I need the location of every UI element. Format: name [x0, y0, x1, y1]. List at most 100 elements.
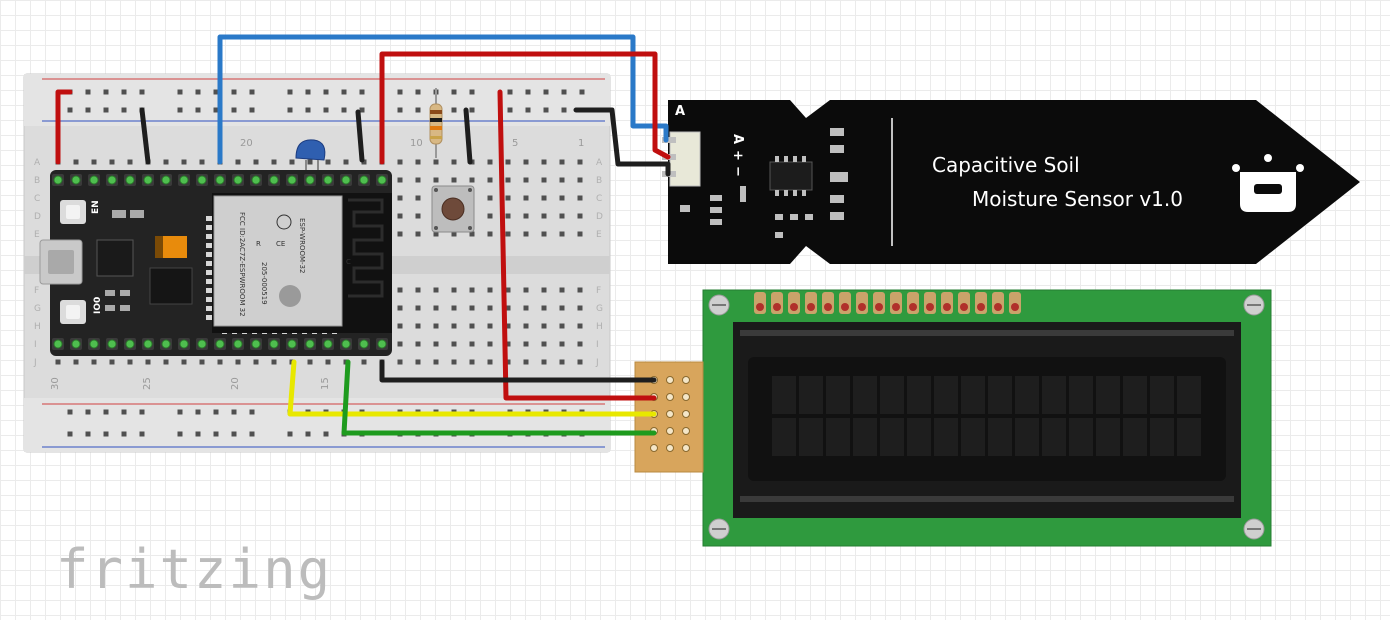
breadboard-hole [271, 359, 277, 365]
esp32-pin-pad [197, 175, 207, 185]
voltage-regulator [149, 267, 193, 305]
lcd-char-cell [1123, 418, 1147, 456]
lcd-char-cell [1096, 418, 1120, 456]
esp32-pin-pad [305, 339, 315, 349]
lcd-char-cell [1177, 418, 1201, 456]
lcd-char-cell [799, 418, 823, 456]
esp32-pin-pad [107, 339, 117, 349]
breadboard-hole [145, 359, 151, 365]
breadboard-hole [523, 323, 529, 329]
esp32-pin-pad [53, 175, 63, 185]
esp32-pin-pad [71, 175, 81, 185]
breadboard-hole [103, 431, 109, 437]
ce-mark: CE [276, 240, 285, 248]
breadboard-hole [121, 107, 127, 113]
breadboard-hole [541, 359, 547, 365]
c-label: C [346, 258, 351, 266]
lcd-char-cell [1069, 418, 1093, 456]
lcd-char-cell [961, 418, 985, 456]
breadboard-hole [213, 89, 219, 95]
breadboard-hole [231, 431, 237, 437]
header-hole [666, 410, 674, 418]
esp32-pin-pad [377, 339, 387, 349]
esp32-pin-pad [215, 339, 225, 349]
breadboard-hole [415, 359, 421, 365]
lcd-char-cell [1042, 418, 1066, 456]
resistor [429, 88, 443, 158]
breadboard-hole [397, 195, 403, 201]
header-hole [650, 444, 658, 452]
breadboard-hole [397, 89, 403, 95]
wire-black-gnd-sensor [573, 107, 671, 177]
breadboard-hole [73, 359, 79, 365]
breadboard-hole [487, 359, 493, 365]
bb-col-20-top: 20 [240, 138, 253, 149]
breadboard-hole [451, 323, 457, 329]
breadboard-hole [541, 159, 547, 165]
breadboard-hole [505, 213, 511, 219]
esp32-pin-pad [305, 175, 315, 185]
lcd-header-pad [756, 303, 764, 311]
breadboard-hole [361, 359, 367, 365]
breadboard-hole [523, 177, 529, 183]
breadboard-hole [177, 431, 183, 437]
lcd-header-pads [754, 292, 1021, 314]
soil-moisture-sensor: A A + − Capacitive Soil Moisture Sensor … [662, 100, 1360, 264]
breadboard-hole [433, 159, 439, 165]
breadboard-hole [121, 89, 127, 95]
breadboard-hole [577, 359, 583, 365]
breadboard-hole [289, 159, 295, 165]
lcd-char-cell [934, 376, 958, 414]
breadboard-hole [415, 159, 421, 165]
breadboard-hole [139, 431, 145, 437]
breadboard-hole [235, 159, 241, 165]
bb-row-letter: E [596, 230, 602, 240]
breadboard-hole [415, 231, 421, 237]
breadboard-hole [85, 431, 91, 437]
bb-row-letter: J [595, 358, 599, 368]
esp32-pin-pad [287, 175, 297, 185]
lcd-char-cell [853, 376, 877, 414]
breadboard-hole [249, 107, 255, 113]
connector-marker: A [675, 104, 685, 119]
breadboard-hole [505, 177, 511, 183]
bb-row-letter: I [596, 340, 599, 350]
lcd-header-pad [960, 303, 968, 311]
breadboard-hole [121, 431, 127, 437]
bb-row-letter: D [596, 212, 603, 222]
breadboard-hole [199, 159, 205, 165]
lcd-char-cell [772, 376, 796, 414]
breadboard-hole [55, 359, 61, 365]
breadboard-hole [249, 409, 255, 415]
bb-row-letter: C [596, 194, 602, 204]
breadboard-hole [433, 287, 439, 293]
breadboard-hole [307, 159, 313, 165]
push-button [431, 185, 475, 233]
lcd-char-cell [880, 376, 904, 414]
breadboard-hole [305, 107, 311, 113]
lcd-header-pad [773, 303, 781, 311]
breadboard-hole [523, 359, 529, 365]
esp32-pin-pad [233, 175, 243, 185]
breadboard-hole [559, 341, 565, 347]
lcd-16x2 [702, 289, 1272, 547]
breadboard-hole [415, 89, 421, 95]
bb-row-letter: B [34, 176, 40, 186]
breadboard-hole [415, 323, 421, 329]
esp32-pin-pad [125, 339, 135, 349]
lcd-header-pad [875, 303, 883, 311]
breadboard-hole [541, 213, 547, 219]
breadboard-hole [559, 195, 565, 201]
breadboard-hole [325, 359, 331, 365]
breadboard-hole [433, 177, 439, 183]
breadboard-hole [177, 409, 183, 415]
lcd-header-pad [824, 303, 832, 311]
esp32-pin-pad [269, 339, 279, 349]
bb-row-letter: E [34, 230, 40, 240]
breadboard-hole [451, 89, 457, 95]
breadboard-hole [397, 323, 403, 329]
breadboard-hole [397, 359, 403, 365]
module-pad [206, 252, 214, 257]
bb-row-letter: A [596, 158, 603, 168]
